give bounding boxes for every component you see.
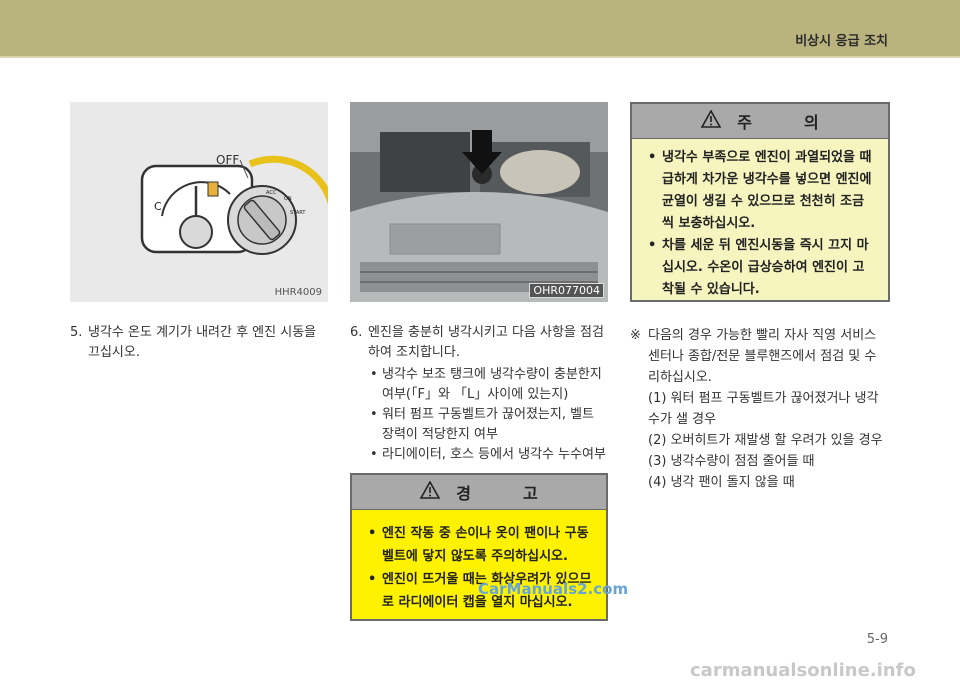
step-number: 5. — [70, 325, 83, 340]
gauge-c-label: C — [154, 200, 162, 213]
step-5: 5. 냉각수 온도 계기가 내려간 후 엔진 시동을 끄십시오. — [70, 323, 328, 363]
caution-body: •냉각수 부족으로 엔진이 과열되었을 때 급하게 차가운 냉각수를 넣으면 엔… — [632, 139, 888, 313]
warning-title-b: 고 — [523, 484, 538, 503]
list-item: (4) 냉각 팬이 돌지 않을 때 — [648, 475, 795, 490]
warning-triangle-icon — [700, 109, 722, 132]
warning-triangle-icon — [419, 480, 441, 503]
list-item: •엔진 작동 중 손이나 옷이 팬이나 구동벨트에 닿지 않도록 주의하십시오. — [368, 526, 589, 564]
watermark: CarManuals2.com — [478, 580, 629, 598]
warning-title-a: 경 — [456, 484, 471, 503]
on-label: ON — [284, 196, 292, 202]
note-mark: ※ — [630, 328, 641, 343]
warning-header: 경 고 — [352, 475, 606, 510]
header-bar — [0, 0, 960, 56]
list-item: •라디에이터, 호스 등에서 냉각수 누수여부 — [370, 447, 606, 462]
caution-box: 주 의 •냉각수 부족으로 엔진이 과열되었을 때 급하게 차가운 냉각수를 넣… — [630, 102, 890, 302]
list-item: •워터 펌프 구동벨트가 끊어졌는지, 벨트 장력이 적당한지 여부 — [370, 407, 595, 442]
warning-box: 경 고 •엔진 작동 중 손이나 옷이 팬이나 구동벨트에 닿지 않도록 주의하… — [350, 473, 608, 621]
gauge-ignition-illustration: C H OFF ACC ON START — [140, 153, 328, 255]
caution-title-b: 의 — [804, 113, 819, 132]
step-6: 6. 엔진을 충분히 냉각시키고 다음 사항을 점검하여 조치합니다. •냉각수… — [350, 323, 608, 465]
warning-body: •엔진 작동 중 손이나 옷이 팬이나 구동벨트에 닿지 않도록 주의하십시오.… — [352, 510, 606, 626]
engine-bay-illustration — [350, 102, 608, 302]
list-item: •냉각수 부족으로 엔진이 과열되었을 때 급하게 차가운 냉각수를 넣으면 엔… — [648, 150, 872, 231]
page-number: 5-9 — [866, 632, 888, 647]
figure-gauge-ignition: C H OFF ACC ON START HHR4009 — [70, 102, 328, 302]
note-text: 다음의 경우 가능한 빨리 자사 직영 서비스센터나 종합/전문 블루핸즈에서 … — [648, 328, 877, 385]
list-item: •엔진이 뜨거울 때는 화상우려가 있으므로 라디에이터 캡을 열지 마십시오. — [368, 572, 592, 610]
step-text: 냉각수 온도 계기가 내려간 후 엔진 시동을 끄십시오. — [88, 325, 317, 360]
list-item: •냉각수 보조 탱크에 냉각수량이 충분한지 여부(「F」와 「L」사이에 있는… — [370, 367, 602, 402]
off-label: OFF — [216, 153, 239, 167]
caution-header: 주 의 — [632, 104, 888, 139]
figure-engine-bay: OHR077004 — [350, 102, 608, 302]
start-label: START — [290, 210, 306, 216]
step-number: 6. — [350, 325, 363, 340]
caution-title-a: 주 — [737, 113, 752, 132]
figure-code: OHR077004 — [529, 283, 604, 298]
list-item: •차를 세운 뒤 엔진시동을 즉시 끄지 마십시오. 수온이 급상승하여 엔진이… — [648, 238, 869, 297]
figure-code: HHR4009 — [274, 287, 322, 298]
acc-label: ACC — [266, 190, 277, 196]
step-text: 엔진을 충분히 냉각시키고 다음 사항을 점검하여 조치합니다. — [368, 325, 604, 360]
list-item: (3) 냉각수량이 점점 줄어들 때 — [648, 454, 815, 469]
header-divider — [0, 56, 960, 58]
section-title: 비상시 응급 조치 — [795, 34, 888, 49]
service-note: ※ 다음의 경우 가능한 빨리 자사 직영 서비스센터나 종합/전문 블루핸즈에… — [630, 325, 888, 493]
footer-watermark: carmanualsonline.info — [690, 660, 916, 681]
list-item: (1) 워터 펌프 구동벨트가 끊어졌거나 냉각수가 샐 경우 — [648, 391, 879, 427]
list-item: (2) 오버히트가 재발생 할 우려가 있을 경우 — [648, 433, 883, 448]
